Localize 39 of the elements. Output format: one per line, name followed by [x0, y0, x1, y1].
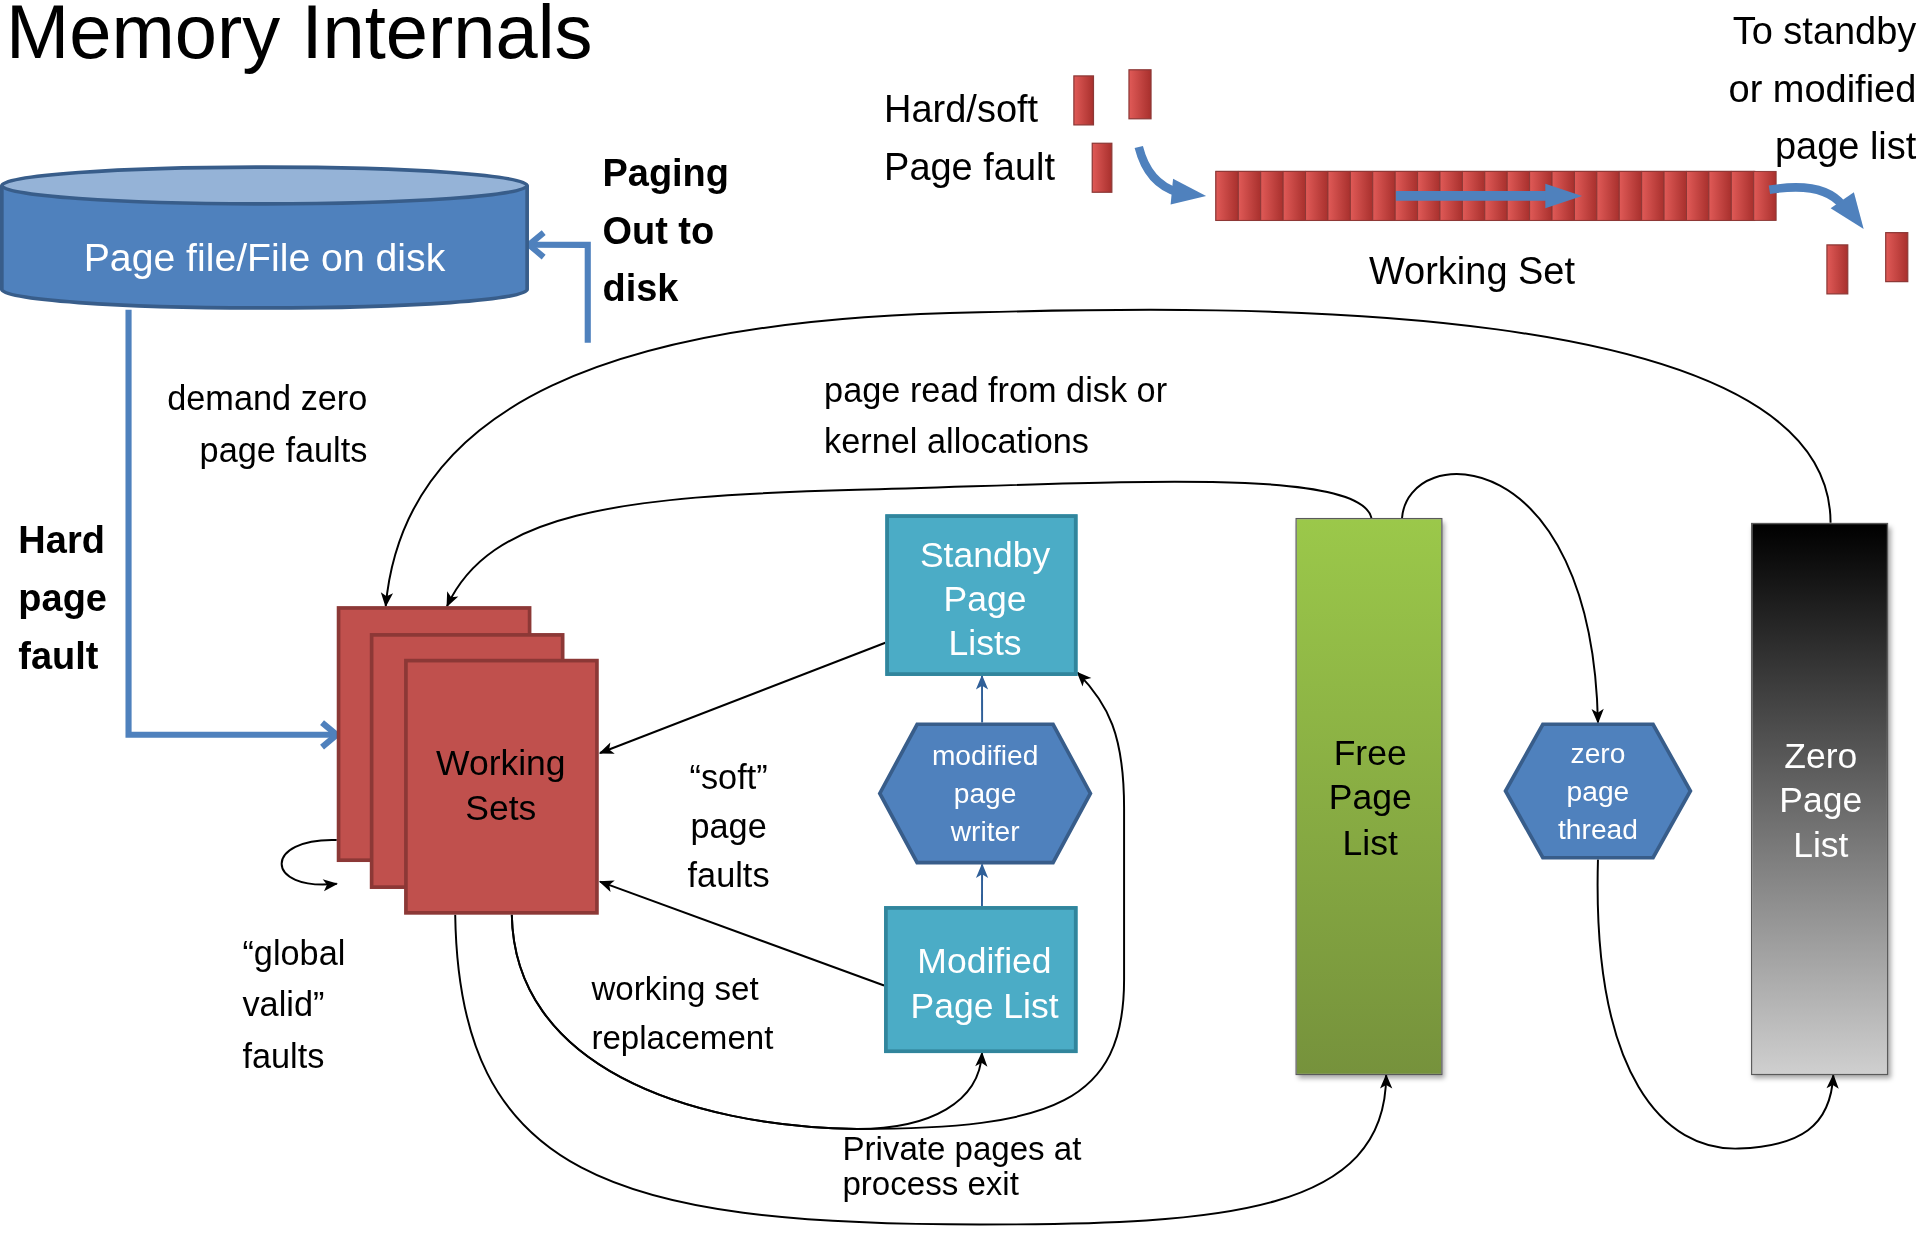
stacked-pages — [336, 606, 600, 915]
process-hexagon — [1503, 722, 1693, 860]
arrow — [598, 880, 886, 987]
node-label: Zero Page List — [1778, 735, 1864, 867]
edge-label: “soft” page faults — [686, 756, 771, 896]
arrow — [975, 674, 989, 724]
edge-label: Paging Out to disk — [602, 150, 730, 312]
list-bar — [1751, 522, 1889, 1076]
arrow — [1401, 473, 1603, 724]
node-label: zero page thread — [1557, 735, 1639, 847]
edge-label: working set replacement — [591, 970, 775, 1059]
process-box — [884, 906, 1078, 1054]
annotation-text: Hard/soft Page fault — [884, 87, 1057, 191]
edge-label: page read from disk or kernel allocations — [824, 370, 1169, 463]
node-label: Modified Page List — [909, 940, 1060, 1027]
process-box — [885, 514, 1078, 676]
node-label: modified page writer — [930, 738, 1040, 849]
node-label: Page file/File on disk — [83, 234, 446, 282]
arrow — [510, 671, 1126, 1130]
edge-label: Private pages at process exit — [842, 1131, 1083, 1203]
node-label: Free Page List — [1327, 732, 1413, 864]
arrow — [454, 913, 1391, 1226]
arrow — [598, 641, 887, 754]
node-label: Standby Page Lists — [918, 533, 1052, 665]
arrow — [446, 480, 1373, 608]
arrow — [382, 308, 1832, 608]
cylinder-shape — [0, 165, 529, 310]
caption-text: Working Set — [1369, 248, 1577, 295]
list-bar — [1295, 517, 1443, 1076]
arrow — [975, 863, 989, 908]
annotation-text: To standby or modified page list — [1727, 8, 1917, 170]
arrow — [1597, 858, 1838, 1150]
node-label: Working Sets — [435, 742, 567, 830]
arrow — [280, 839, 338, 891]
edge-label: demand zero page faults — [166, 378, 368, 471]
title: Memory Internals — [6, 0, 593, 76]
process-hexagon — [877, 722, 1093, 865]
edge-label: “global valid” faults — [242, 933, 347, 1078]
edge-label: Hard page fault — [18, 518, 108, 680]
